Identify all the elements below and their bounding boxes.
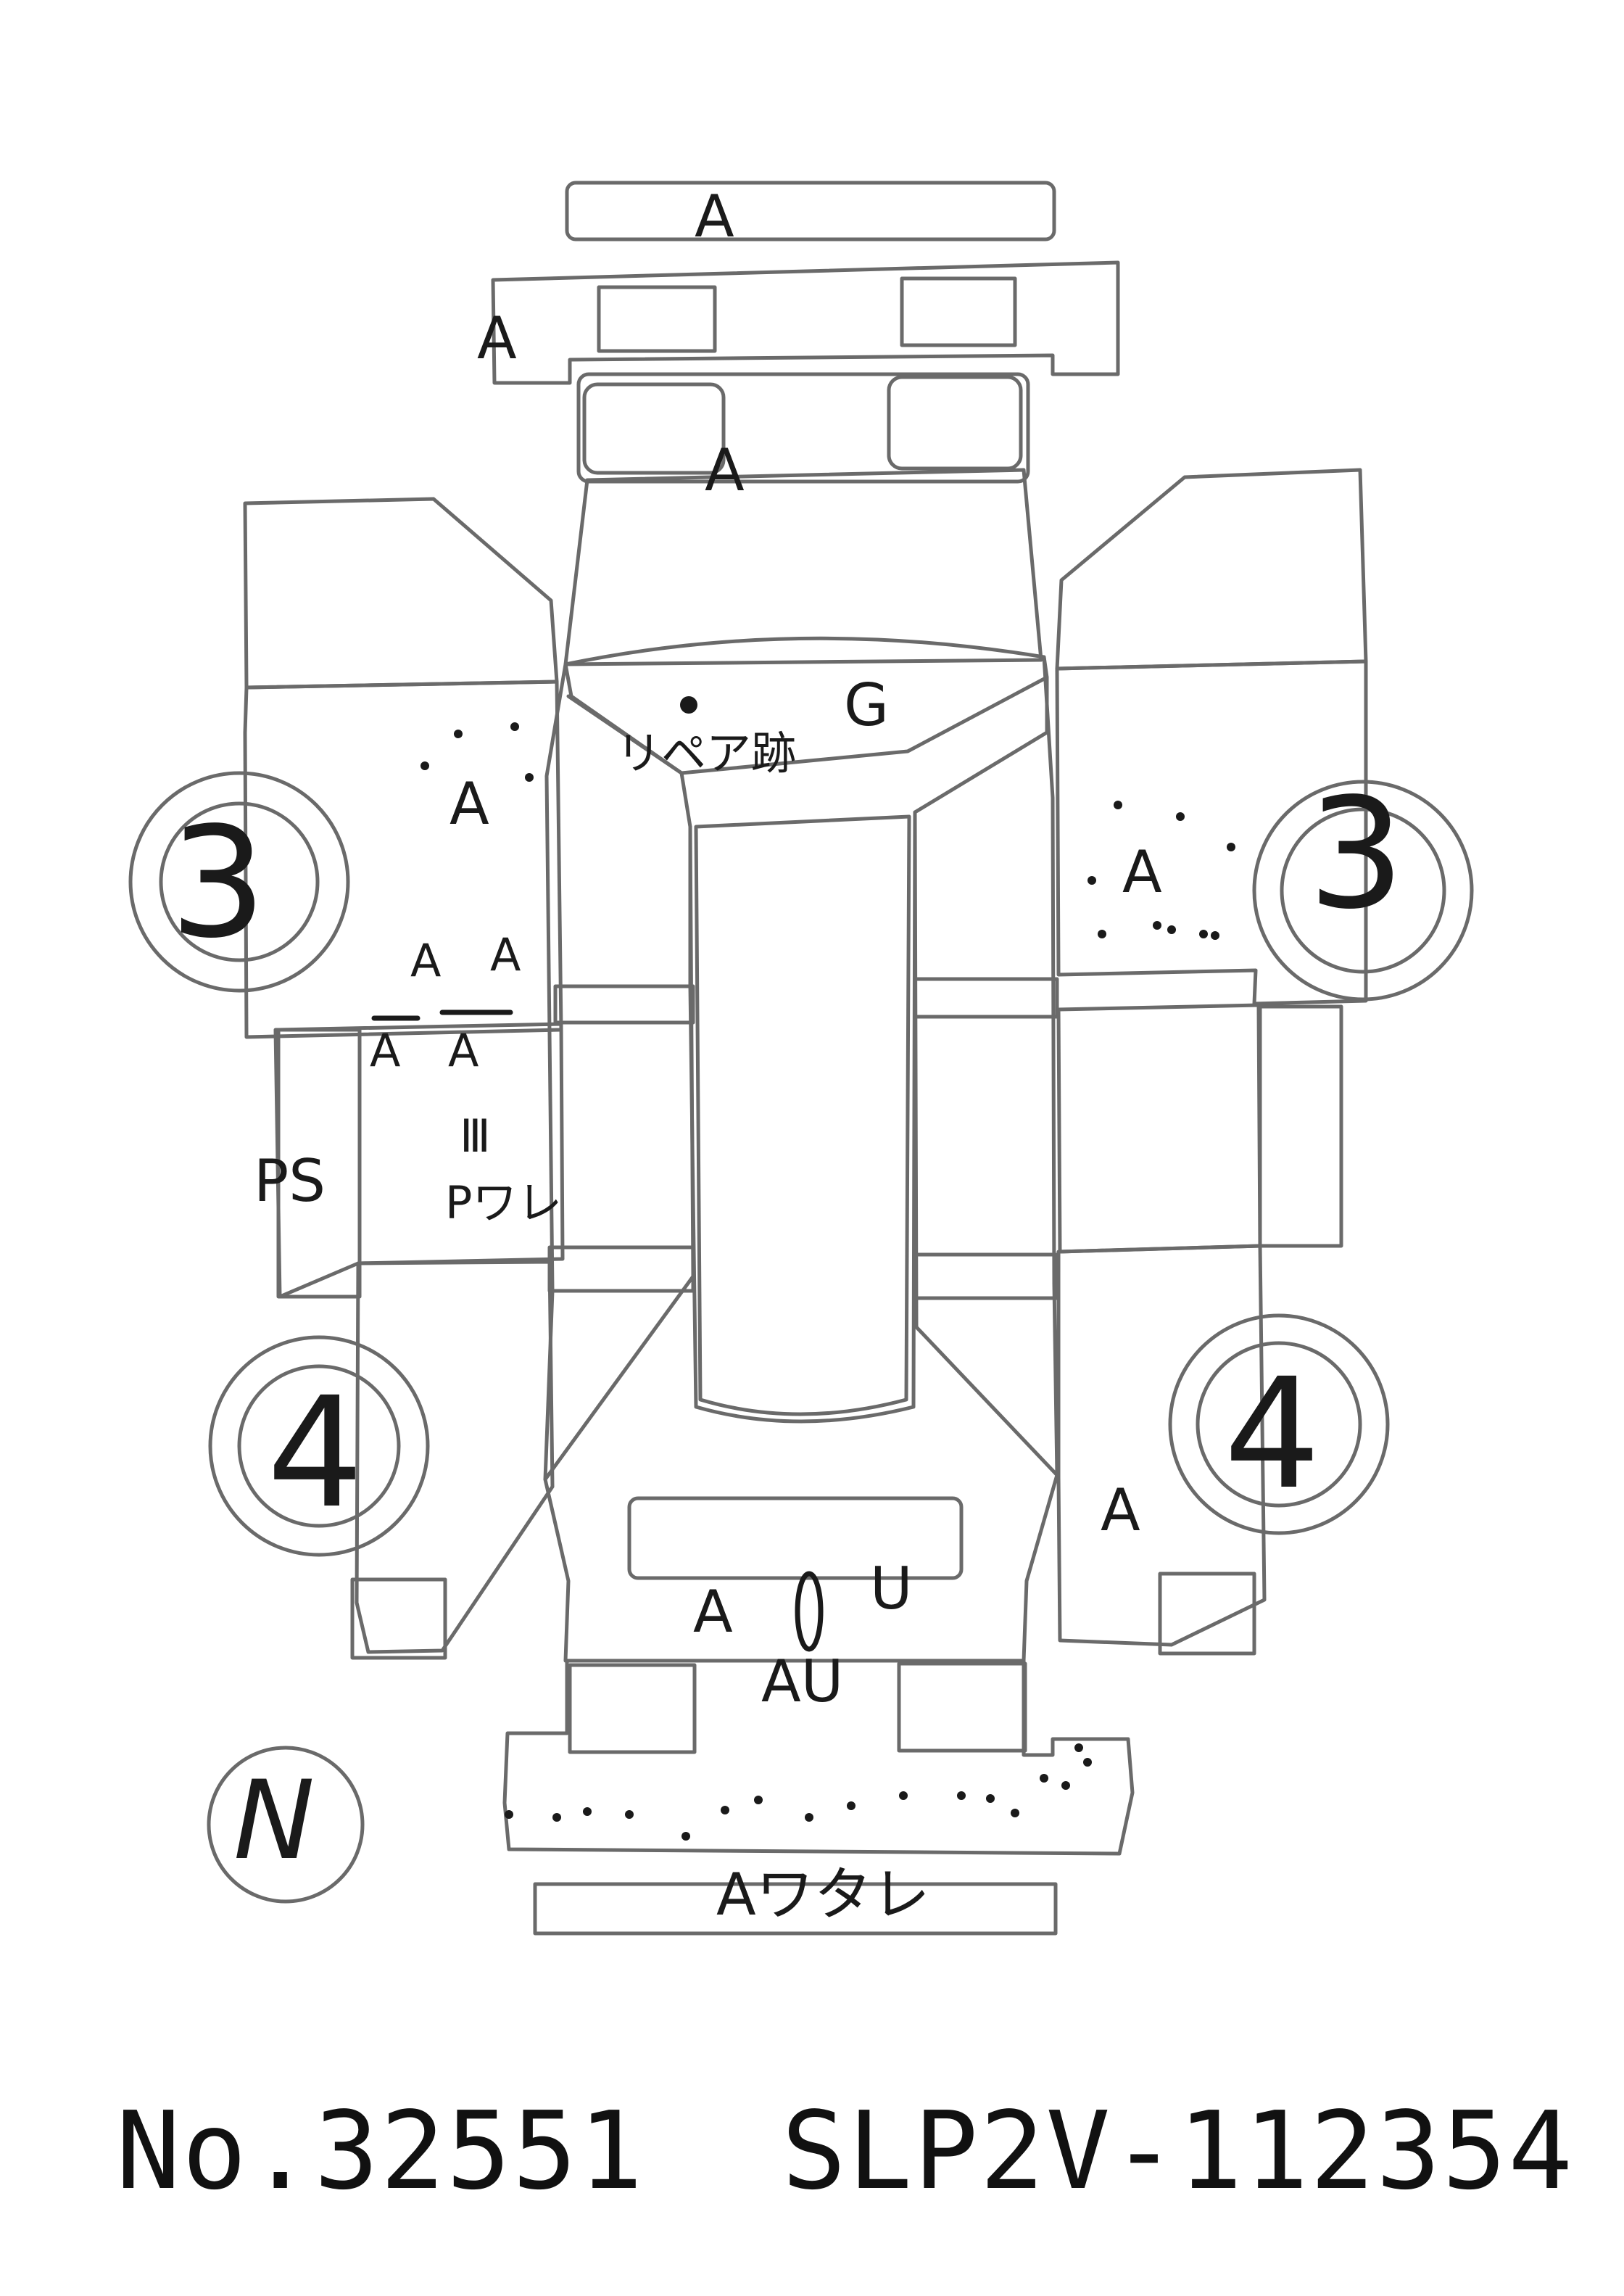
mark-left-door-a1: A (410, 934, 441, 987)
scratch-dots-rear-bumper (505, 1743, 1092, 1841)
mark-rear-gate-2: U (870, 1555, 913, 1622)
mark-rear-gate-1: A (693, 1578, 733, 1645)
right-window-bar-1 (913, 977, 1059, 1019)
headlamp-right (887, 375, 1023, 471)
damage-codes: A A A G リペア跡 A A A A A PS Ⅲ Pワレ A A A U … (170, 183, 1405, 1928)
hand-strokes (371, 696, 1235, 1841)
tire-rear-left: 4 (267, 1364, 364, 1542)
tire-ring-rear-left-outer (208, 1335, 430, 1557)
rear-bumper (533, 1882, 1058, 1936)
hood (563, 468, 1043, 666)
front-panel (576, 372, 1030, 484)
vehicle-number: No.32551 (116, 2089, 645, 2213)
roof (694, 814, 911, 1416)
left-rear-fender-cap (350, 1577, 447, 1660)
left-rear-door (355, 1260, 555, 1654)
front-bumper (491, 260, 1120, 385)
rear-gate-oval (795, 1571, 824, 1652)
mark-windshield: G (844, 672, 889, 739)
right-rear-door (1056, 1244, 1267, 1647)
mark-front-bumper: A (695, 183, 734, 250)
mark-windshield-note: リペア跡 (616, 727, 796, 780)
repair-dot (680, 696, 697, 714)
left-front-fender-top (243, 497, 559, 690)
front-lamp-left (597, 285, 717, 353)
rear-lamp-right (897, 1661, 1027, 1753)
right-rear-fender-cap (1158, 1572, 1256, 1656)
left-window-bar-1 (553, 984, 695, 1025)
cabin-outer (566, 675, 1049, 1424)
tire-front-left: 3 (170, 794, 267, 972)
left-front-fender (243, 680, 563, 1039)
right-rocker (1258, 1004, 1343, 1248)
right-front-door (1056, 1003, 1262, 1254)
tire-ring-front-right-inner (1280, 807, 1446, 974)
right-pillar (913, 655, 1059, 1477)
mark-right-front-fender: A (1122, 838, 1162, 906)
tire-ring-rear-right-outer (1168, 1313, 1390, 1535)
mark-rear-bumper-note: Aワタレ (716, 1861, 930, 1928)
mark-left-door-dent: Ⅲ (460, 1110, 491, 1163)
front-grille (565, 181, 1056, 241)
left-pillar (543, 662, 695, 1482)
mark-right-rear-fender: A (1101, 1477, 1140, 1544)
mark-left-door-a3: A (370, 1024, 400, 1077)
tire-front-right: 3 (1308, 765, 1405, 943)
mark-left-door-a2: A (490, 928, 521, 981)
mark-hood: A (705, 437, 745, 504)
tire-ring-front-left-outer (128, 771, 350, 993)
spare-mark: N (233, 1758, 315, 1884)
rear-window-strip (627, 1496, 964, 1580)
mark-rear-gate-3: AU (761, 1648, 843, 1715)
mark-front-panel: A (477, 305, 517, 372)
left-rocker (276, 1028, 362, 1299)
rear-lamp-left (568, 1663, 697, 1754)
mark-left-rocker: PS (254, 1147, 326, 1215)
right-front-fender-top (1055, 468, 1368, 671)
right-window-bar-2 (913, 1252, 1059, 1300)
tire-ring-rear-left-inner (237, 1364, 401, 1528)
tire-ring-front-right-outer (1252, 780, 1474, 1002)
mark-left-door-note: Pワレ (445, 1176, 562, 1229)
tire-ring-spare (207, 1746, 365, 1904)
left-window-bar-2 (547, 1245, 695, 1293)
mark-left-front-fender: A (450, 770, 489, 838)
scratch-dots-right-fender (1088, 801, 1235, 940)
headlamp-left (582, 382, 726, 475)
rear-panel (502, 1659, 1135, 1856)
tire-ring-rear-right-inner (1196, 1341, 1362, 1508)
car-outline (128, 181, 1474, 1936)
mark-left-door-a4: A (448, 1024, 478, 1077)
front-lamp-right (900, 276, 1017, 347)
chassis-number: SLP2V-112354 (782, 2089, 1575, 2213)
tire-rear-right: 4 (1224, 1345, 1321, 1523)
tire-ring-front-left-inner (159, 801, 320, 962)
scratch-dots-left-fender (420, 722, 534, 782)
